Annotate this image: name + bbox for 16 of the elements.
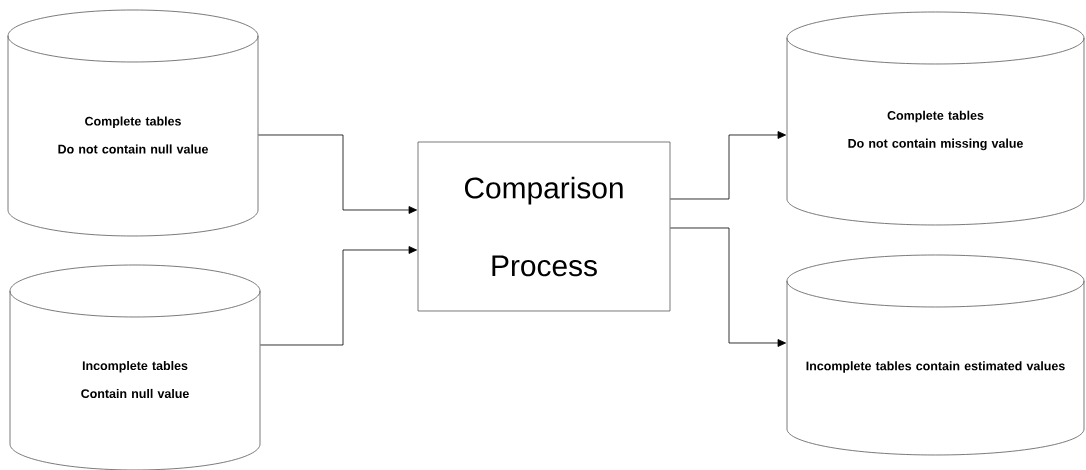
arrow <box>670 131 786 200</box>
process-box: Comparison Process <box>417 141 671 312</box>
node-label: Do not contain null value <box>58 144 209 154</box>
node-label: Incomplete tables contain estimated values <box>806 361 1065 373</box>
node-label: Do not contain missing value <box>848 138 1023 151</box>
node-label: Contain null value <box>81 388 189 399</box>
database-cylinder: Complete tables Do not contain null value <box>7 9 259 237</box>
arrow <box>260 246 417 346</box>
database-cylinder: Incomplete tables contain estimated values <box>786 254 1085 456</box>
arrow <box>670 227 786 347</box>
database-cylinder: Complete tables Do not contain missing value <box>786 11 1085 226</box>
database-cylinder: Incomplete tables Contain null value <box>9 264 261 470</box>
node-label: Complete tables <box>887 110 984 123</box>
node-label: Incomplete tables <box>82 360 188 373</box>
node-label: Complete tables <box>85 116 181 129</box>
arrow <box>258 134 417 214</box>
